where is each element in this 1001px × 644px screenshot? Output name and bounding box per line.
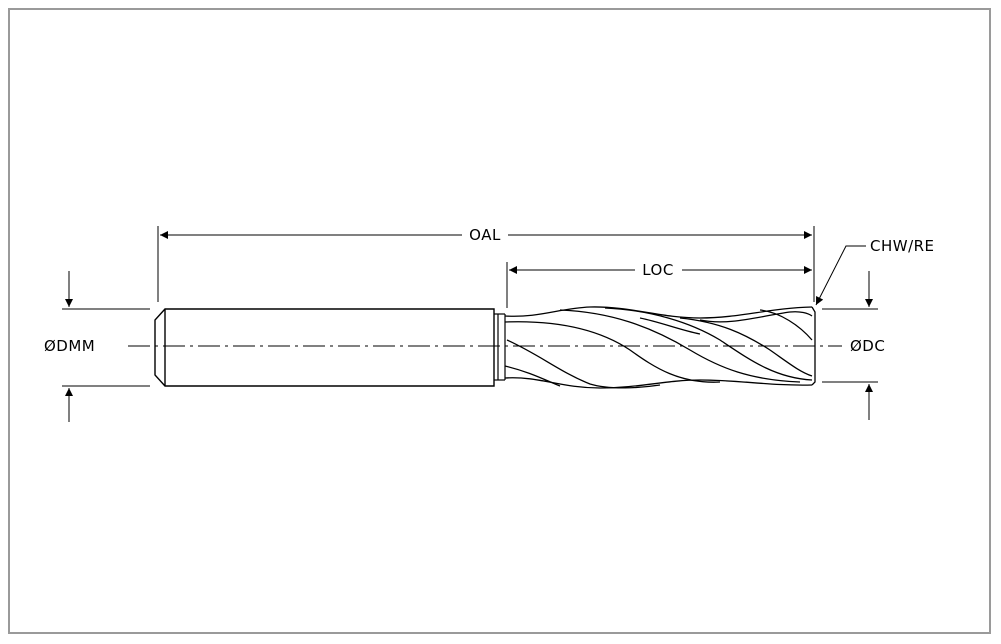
neck-transition [494,313,506,381]
loc-dimension [506,262,812,308]
dmm-label: ØDMM [44,337,95,355]
flute-section [504,306,816,389]
dc-label: ØDC [850,337,885,355]
chw-re-leader [815,245,866,306]
oal-dimension [157,226,815,302]
drawing-frame [8,8,991,634]
dc-dimension [822,271,878,420]
chw-re-label: CHW/RE [870,237,935,255]
oal-label: OAL [469,226,501,244]
loc-label: LOC [642,261,674,279]
dmm-dimension [62,271,150,422]
shank [154,308,495,387]
